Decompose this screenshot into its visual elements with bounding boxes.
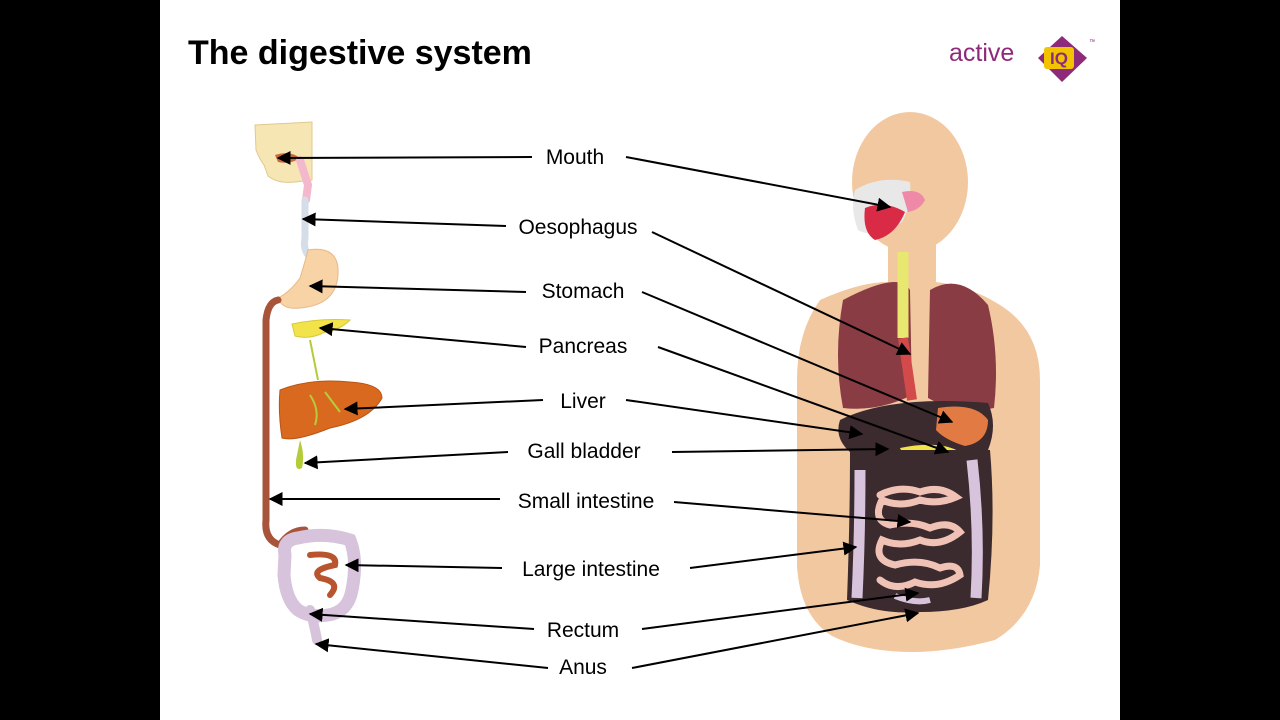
label-large-intestine: Large intestine xyxy=(522,558,660,582)
label-oesophagus: Oesophagus xyxy=(518,216,637,240)
slide: The digestive system active IQ ™ xyxy=(160,0,1120,720)
tract-illustration xyxy=(255,122,382,640)
label-mouth: Mouth xyxy=(546,146,604,170)
torso-illustration xyxy=(797,112,1040,652)
label-liver: Liver xyxy=(560,390,606,414)
label-rectum: Rectum xyxy=(547,619,619,643)
label-stomach: Stomach xyxy=(542,280,625,304)
label-gall-bladder: Gall bladder xyxy=(527,440,640,464)
digestive-diagram xyxy=(160,0,1120,720)
label-anus: Anus xyxy=(559,656,607,680)
label-pancreas: Pancreas xyxy=(539,335,628,359)
label-small-intestine: Small intestine xyxy=(518,490,655,514)
